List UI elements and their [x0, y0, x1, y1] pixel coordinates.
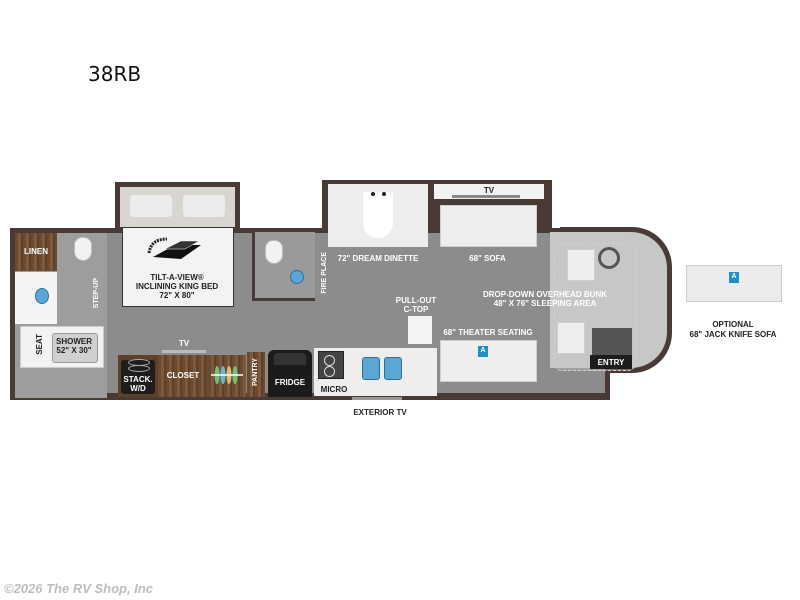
- optional-badge-a: A: [729, 272, 739, 283]
- bed-name-line1: TILT-A-VIEW®: [150, 273, 204, 282]
- kitchen-sink-left-icon: [362, 357, 380, 380]
- theater-seating-label: 68" THEATER SEATING: [443, 328, 533, 337]
- pillow-right: [183, 195, 225, 217]
- entry-door: ENTRY: [590, 355, 632, 369]
- linen-label: LINEN: [24, 247, 48, 256]
- exterior-tv-marker: [352, 397, 402, 400]
- driver-seat: [567, 249, 595, 281]
- incline-bed-icon: [145, 235, 205, 263]
- bed-name-line2: INCLINING KING BED: [135, 282, 219, 291]
- kitchen-sink-right-icon: [384, 357, 402, 380]
- sofa: [440, 205, 537, 247]
- linen-cabinet: LINEN: [15, 233, 57, 271]
- bedroom-tv: [162, 350, 206, 353]
- dinette-label: 72" DREAM DINETTE: [337, 254, 419, 263]
- bunk-label-2: 48" X 76" SLEEPING AREA: [493, 299, 597, 308]
- bedroom-tv-label: TV: [178, 339, 190, 348]
- dream-dinette: [328, 184, 428, 247]
- washer-drum-2: [128, 365, 150, 372]
- sofa-label: 68" SOFA: [469, 254, 506, 263]
- burner-1-icon: [324, 355, 335, 366]
- model-title: 38RB: [88, 62, 142, 86]
- fire-place-label: FIRE PLACE: [321, 252, 328, 294]
- pillow-left: [130, 195, 172, 217]
- optional-jack-knife-sofa: A: [686, 265, 782, 302]
- pantry-label: PANTRY: [252, 358, 259, 386]
- burner-2-icon: [324, 366, 335, 377]
- micro-label: MICRO: [320, 385, 348, 394]
- pull-out-c-top: [408, 316, 432, 344]
- stack-wd-line1: STACK.: [123, 375, 153, 384]
- fridge-label: FRIDGE: [274, 378, 306, 387]
- dinette-dot-2: [382, 192, 386, 196]
- steering-wheel-icon: [598, 247, 620, 269]
- pull-out-label-1: PULL-OUT: [395, 296, 437, 305]
- shower-label: SHOWER: [56, 337, 92, 346]
- step-up-label: STEP-UP: [93, 278, 100, 309]
- hanger-closet: [208, 355, 246, 397]
- living-tv-label: TV: [483, 186, 495, 195]
- theater-seating: [440, 340, 537, 382]
- mid-bath: [252, 232, 315, 301]
- fridge-top-icon: [274, 353, 306, 365]
- exterior-tv-label: EXTERIOR TV: [353, 408, 407, 417]
- toilet-mid: [265, 240, 283, 264]
- optional-label-1: OPTIONAL: [712, 320, 754, 329]
- copyright: ©2026 The RV Shop, Inc: [4, 581, 154, 596]
- bed-size: 72" X 80": [159, 291, 195, 300]
- bunk-label-1: DROP-DOWN OVERHEAD BUNK: [483, 290, 607, 299]
- toilet-rear: [74, 237, 92, 261]
- closet-label: CLOSET: [166, 371, 200, 380]
- fridge: FRIDGE: [268, 350, 312, 397]
- living-tv: [452, 195, 520, 198]
- pantry: PANTRY: [247, 352, 265, 397]
- pull-out-label-2: C-TOP: [403, 305, 429, 314]
- entry-label: ENTRY: [597, 358, 625, 367]
- stack-wd-line2: W/D: [130, 384, 146, 393]
- shower-pan: [52, 333, 98, 363]
- shower-size-label: 52" X 30": [56, 346, 92, 355]
- mid-bath-sink-icon: [290, 270, 304, 284]
- theater-seating-badge-a: A: [478, 346, 488, 357]
- optional-label-2: 68" JACK KNIFE SOFA: [689, 330, 777, 339]
- dinette-dot-1: [371, 192, 375, 196]
- vanity-sink-icon: [35, 288, 49, 304]
- closet: CLOSET: [158, 355, 208, 397]
- seat-label: SEAT: [35, 334, 44, 355]
- passenger-seat: [557, 322, 585, 354]
- dinette-table: [363, 192, 393, 238]
- cooktop: [318, 351, 344, 379]
- king-bed: [122, 227, 234, 307]
- entry-step: [592, 328, 632, 355]
